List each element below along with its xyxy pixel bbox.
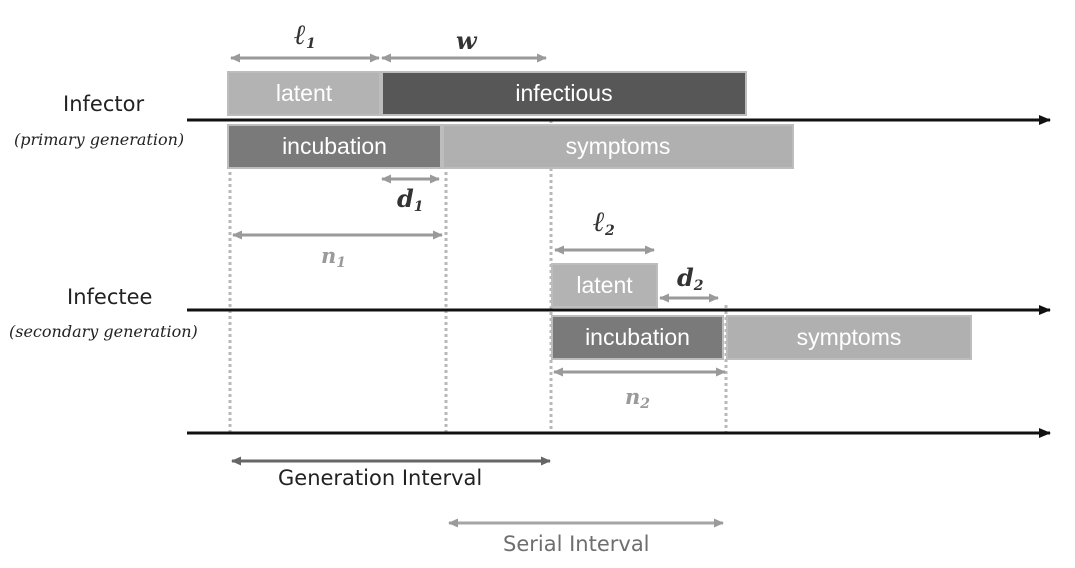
l2-label: ℓ2 <box>593 205 615 239</box>
n2-label: n2 <box>625 384 651 412</box>
infectee-title: Infectee <box>67 285 153 309</box>
l1-label: ℓ1 <box>294 18 316 52</box>
primary-symptoms-bar: symptoms <box>442 124 794 169</box>
d1-label: d1 <box>397 184 424 215</box>
secondary-latent-bar: latent <box>551 263 658 308</box>
secondary-incubation-bar: incubation <box>551 315 724 360</box>
infector-subtitle: (primary generation) <box>14 130 185 149</box>
primary-latent-bar: latent <box>227 71 381 116</box>
serial-interval-label: Serial Interval <box>503 532 650 556</box>
generation-interval-label: Generation Interval <box>278 466 483 490</box>
secondary-symptoms-bar: symptoms <box>726 315 972 360</box>
infector-title: Infector <box>63 92 145 116</box>
w-label: w <box>456 26 477 55</box>
primary-incubation-bar: incubation <box>227 124 442 169</box>
n1-label: n1 <box>321 243 347 271</box>
primary-infectious-bar: infectious <box>381 71 747 116</box>
infectee-subtitle: (secondary generation) <box>9 322 198 341</box>
d2-label: d2 <box>677 263 704 294</box>
